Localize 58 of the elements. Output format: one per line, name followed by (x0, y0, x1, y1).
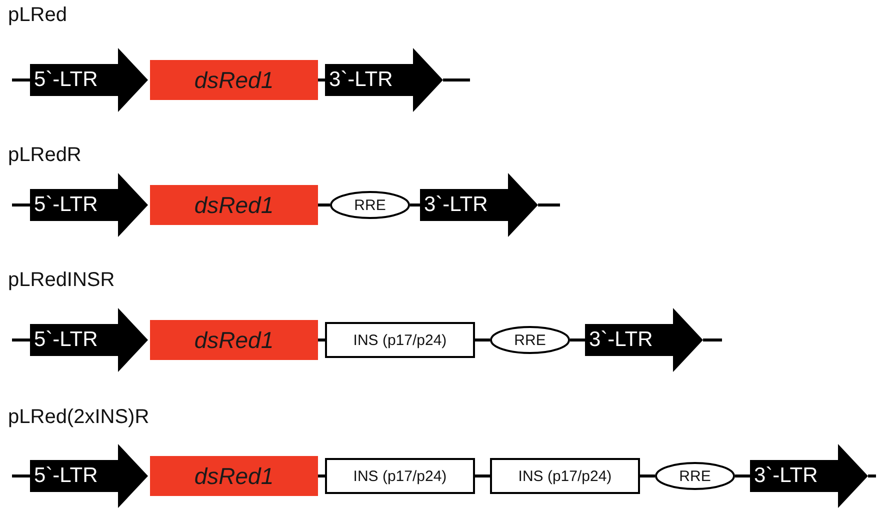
gene-label: dsRed1 (194, 462, 274, 490)
ltr-arrow (585, 308, 703, 372)
backbone-line (538, 204, 560, 206)
ltr-arrow (750, 444, 868, 508)
insert-box (325, 458, 475, 494)
ltr-arrow (30, 48, 148, 112)
backbone-line (12, 78, 30, 82)
ltr-arrow (30, 444, 148, 508)
rre-ellipse (330, 191, 410, 219)
insert-box (490, 458, 640, 494)
insert-label: INS (p17/p24) (353, 332, 447, 348)
insert-box (325, 322, 475, 358)
ltr-label: 5`-LTR (34, 68, 98, 92)
backbone-line (410, 204, 420, 206)
rre-label: RRE (679, 468, 711, 484)
backbone-line (443, 78, 470, 82)
backbone-line (703, 338, 722, 342)
backbone-line (475, 338, 490, 342)
backbone-line (868, 474, 876, 478)
backbone-line (735, 474, 750, 478)
backbone-line (640, 474, 655, 478)
backbone-line (318, 338, 325, 342)
ltr-arrow (30, 308, 148, 372)
rre-ellipse (490, 326, 570, 354)
backbone-line (475, 474, 490, 478)
gene-box (150, 456, 318, 496)
ltr-arrow (325, 48, 443, 112)
gene-label: dsRed1 (194, 66, 274, 94)
gene-label: dsRed1 (194, 192, 274, 218)
backbone-line (318, 474, 325, 478)
gene-box (150, 185, 318, 225)
construct-name: pLRed(2xINS)R (8, 406, 150, 429)
ltr-arrow (30, 173, 148, 237)
insert-label: INS (p17/p24) (353, 468, 447, 484)
rre-label: RRE (354, 196, 386, 214)
backbone-line (318, 204, 330, 206)
backbone-line (318, 78, 325, 82)
ltr-label: 3`-LTR (754, 464, 818, 488)
ltr-label: 5`-LTR (34, 464, 98, 488)
construct-name: pLRedINSR (8, 269, 115, 292)
construct-name: pLRedR (8, 144, 82, 167)
gene-box (150, 60, 318, 100)
rre-label: RRE (514, 332, 546, 348)
backbone-line (12, 474, 30, 478)
rre-ellipse (655, 462, 735, 490)
gene-label: dsRed1 (194, 326, 274, 354)
construct-name: pLRed (8, 4, 67, 27)
ltr-arrow (420, 173, 538, 237)
backbone-line (12, 204, 30, 206)
backbone-line (12, 338, 30, 342)
insert-label: INS (p17/p24) (518, 468, 612, 484)
backbone-line (570, 338, 585, 342)
ltr-label: 3`-LTR (329, 68, 393, 92)
gene-box (150, 320, 318, 360)
ltr-label: 3`-LTR (424, 193, 488, 217)
ltr-label: 5`-LTR (34, 193, 98, 217)
ltr-label: 5`-LTR (34, 328, 98, 352)
ltr-label: 3`-LTR (589, 328, 653, 352)
